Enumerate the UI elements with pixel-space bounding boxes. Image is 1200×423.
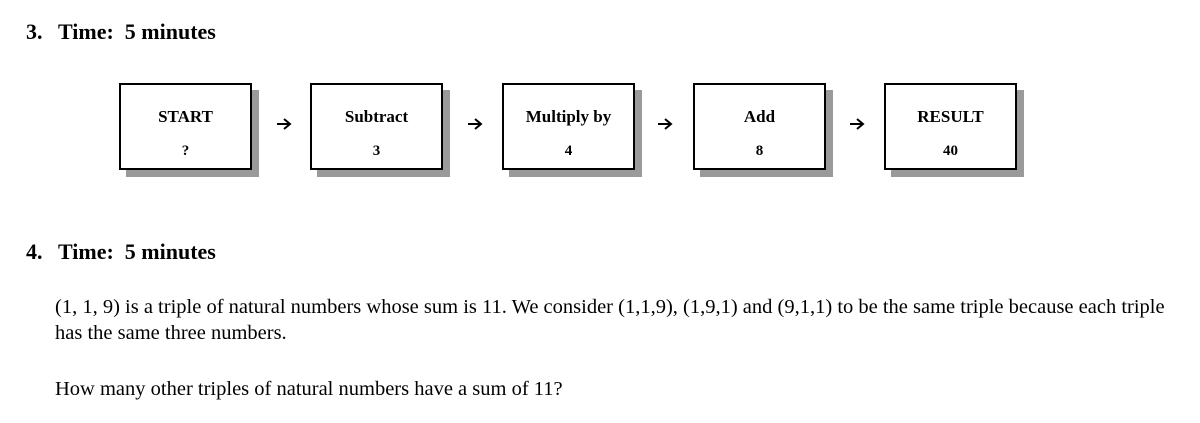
flow-box-label: Subtract — [344, 107, 409, 126]
arrow-right-icon — [468, 118, 483, 130]
flow-box-value: 40 — [943, 143, 958, 159]
flow-box-value: 4 — [564, 143, 573, 159]
question-number: 3. — [26, 19, 43, 44]
arrow-right-icon — [277, 118, 292, 130]
question-3-heading: 3. Time: 5 minutes — [26, 19, 216, 45]
question-title: Time: 5 minutes — [58, 19, 216, 44]
flow-box-multiply: Multiply by 4 — [502, 83, 635, 170]
question-4-text: (1, 1, 9) is a triple of natural numbers… — [55, 296, 1165, 344]
question-title: Time: 5 minutes — [58, 239, 216, 264]
flow-box-label: RESULT — [917, 107, 984, 126]
question-4-heading: 4. Time: 5 minutes — [26, 239, 216, 265]
question-number: 4. — [26, 239, 43, 264]
flow-box-subtract: Subtract 3 — [310, 83, 443, 170]
flow-box-value: 8 — [755, 143, 764, 159]
flow-box-label: Multiply by — [525, 107, 612, 126]
arrow-right-icon — [850, 118, 865, 130]
flow-box-label: START — [158, 107, 213, 126]
flow-box-start: START ? — [119, 83, 252, 170]
flow-box-value: ? — [181, 143, 190, 159]
flow-box-label: Add — [743, 107, 776, 126]
flowchart: START ? Subtract 3 Multiply by 4 Add 8 R… — [0, 0, 1200, 200]
flow-box-add: Add 8 — [693, 83, 826, 170]
flow-box-value: 3 — [372, 143, 381, 159]
flow-box-result: RESULT 40 — [884, 83, 1017, 170]
arrow-right-icon — [658, 118, 673, 130]
question-4-prompt: How many other triples of natural number… — [55, 378, 563, 400]
